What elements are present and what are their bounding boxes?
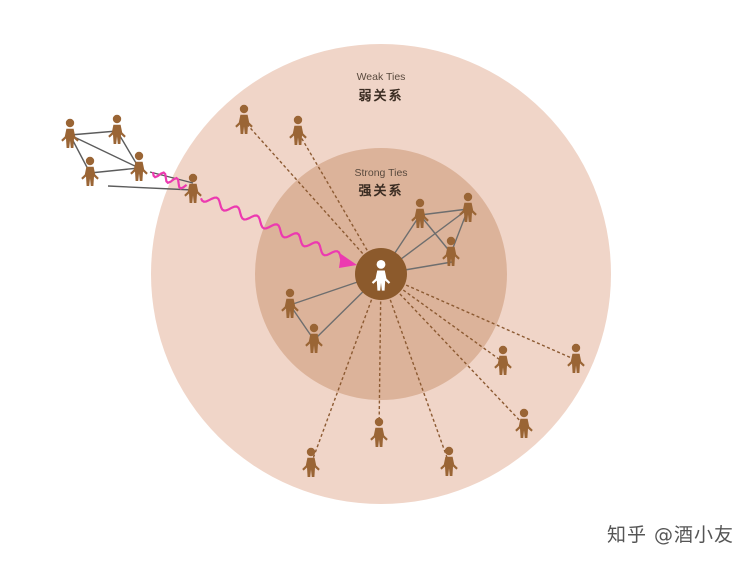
strong-ties-label-en: Strong Ties <box>354 167 407 179</box>
center-ego-node <box>355 248 407 300</box>
watermark: 知乎 @酒小友 <box>606 524 734 546</box>
strong-tie-link <box>419 214 452 254</box>
weak-tie-line <box>380 273 577 361</box>
weak-tie-line <box>380 273 525 426</box>
cluster-link <box>149 171 194 184</box>
weak-tie-line <box>310 273 382 465</box>
cluster-link <box>69 130 118 136</box>
weak-tie-line <box>380 273 450 464</box>
cluster-link <box>89 167 140 174</box>
weak-ties-label-zh: 弱关系 <box>358 88 403 104</box>
weak-tie-line <box>378 273 382 435</box>
person-icon <box>130 151 148 181</box>
strong-ties-label-zh: 强关系 <box>358 183 403 199</box>
person-icon <box>108 114 126 144</box>
cluster-link <box>69 134 140 169</box>
weak-tie-line <box>243 120 382 275</box>
strong-tie-link <box>289 304 315 341</box>
person-icon <box>61 118 79 148</box>
weak-ties-label-en: Weak Ties <box>357 71 406 83</box>
cluster-link <box>107 185 194 191</box>
information-flow-arrow <box>151 171 357 268</box>
strong-tie-link <box>419 208 469 216</box>
